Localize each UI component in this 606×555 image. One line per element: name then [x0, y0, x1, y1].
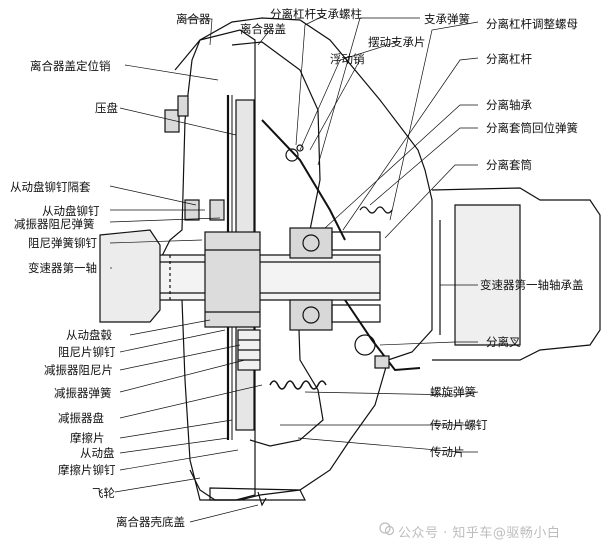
label-disc-rivet: 从动盘铆钉 — [42, 204, 100, 218]
label-coil-spring: 螺旋弹簧 — [430, 385, 476, 399]
label-swing-plate: 摆动支承片 — [368, 35, 426, 49]
label-friction-rivet: 摩擦片铆钉 — [58, 463, 116, 477]
watermark-text: 公众号 · 知乎车@驱畅小白 — [398, 526, 561, 541]
label-damper-friction-plate: 减振器阻尼片 — [44, 363, 113, 377]
release-bearing-shape — [289, 227, 333, 259]
label-release-sleeve: 分离套筒 — [486, 158, 532, 172]
housing-bottom-cover-shape — [209, 487, 306, 501]
coil-spring-shape — [269, 380, 327, 390]
label-damper-spring: 减振器弹簧 — [54, 386, 112, 400]
label-clutch: 离合器 — [176, 12, 211, 26]
label-support-spring: 支承弹簧 — [424, 12, 470, 26]
wechat-logo-icon — [379, 522, 395, 536]
leader-lines — [109, 14, 479, 523]
label-floating-pin: 浮动销 — [330, 52, 365, 66]
label-sleeve-return-spring: 分离套筒回位弹簧 — [486, 121, 578, 135]
label-disc-hub: 从动盘毂 — [66, 328, 112, 342]
label-release-fork: 分离叉 — [486, 335, 521, 349]
label-damper-plate: 减振器盘 — [58, 411, 104, 425]
label-release-lever-bolt: 分离杠杆支承螺柱 — [270, 7, 362, 21]
release-lever-shape — [261, 119, 346, 241]
label-driven-disc: 从动盘 — [80, 446, 115, 460]
label-input-shaft: 变速器第一轴 — [28, 261, 97, 275]
label-damper-spring-rivet: 阻尼弹簧铆钉 — [28, 236, 97, 250]
support-spring-shape — [359, 206, 393, 214]
label-release-lever: 分离杠杆 — [486, 52, 532, 66]
label-drive-plate-bolt: 传动片螺钉 — [430, 418, 488, 432]
label-release-bearing: 分离轴承 — [486, 98, 532, 112]
label-flywheel: 飞轮 — [92, 486, 115, 500]
label-release-lever-adjust-nut: 分离杠杆调整螺母 — [486, 17, 578, 31]
label-damper-spring-1: 减振器阻尼弹簧 — [14, 217, 95, 231]
label-housing-bottom-cover: 离合器壳底盖 — [116, 515, 185, 529]
label-bearing-cover: 变速器第一轴轴承盖 — [480, 278, 584, 292]
label-pressure-plate: 压盘 — [95, 101, 118, 115]
label-friction-plate: 摩擦片 — [70, 431, 105, 445]
label-disc-rivet-spacer: 从动盘铆钉隔套 — [10, 180, 91, 194]
label-cover-locating-pin: 离合器盖定位销 — [30, 59, 111, 73]
clutch-housing — [174, 17, 433, 501]
label-damping-plate-rivet: 阻尼片铆钉 — [58, 345, 116, 359]
release-sleeve-shape — [331, 231, 381, 251]
disc-hub-shape — [204, 231, 261, 328]
pressure-plate-shape — [235, 99, 255, 251]
transmission-case — [431, 187, 601, 361]
label-drive-plate: 传动片 — [430, 445, 465, 459]
release-fork-shape — [344, 299, 421, 372]
label-clutch-cover: 离合器盖 — [240, 22, 286, 36]
